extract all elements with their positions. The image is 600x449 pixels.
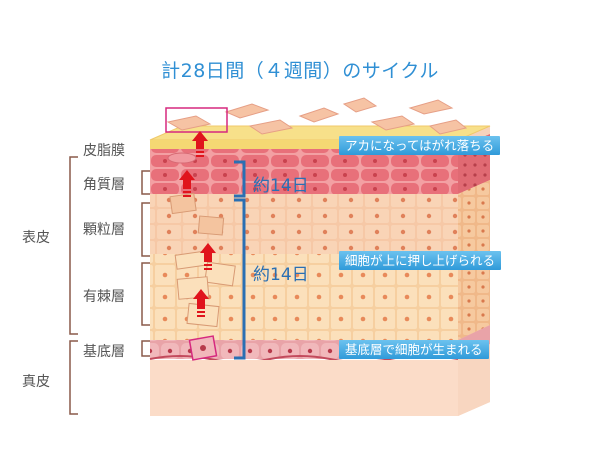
note-flake-off: アカになってはがれ落ちる (339, 136, 501, 155)
sebum-layer (150, 140, 458, 149)
peeling-cell-box (165, 107, 228, 133)
note-born: 基底層で細胞が生まれる (339, 340, 489, 359)
group-label-epidermis: 表皮 (22, 230, 50, 246)
granular-layer (150, 194, 458, 254)
flaking-cells (166, 97, 468, 135)
duration-label-upper: 約14日 (253, 176, 309, 196)
layer-label-spinous: 有棘層 (83, 289, 125, 305)
note-pushed-up: 細胞が上に押し上げられる (339, 251, 502, 270)
layer-label-granular: 顆粒層 (83, 222, 125, 238)
duration-label-lower: 約14日 (253, 265, 309, 285)
dermis-bracket (69, 340, 78, 415)
layer-label-sebum: 皮脂膜 (83, 143, 125, 159)
group-label-dermis: 真皮 (22, 374, 50, 390)
layer-label-basal: 基底層 (83, 344, 125, 360)
arrow-dash-marks (183, 151, 212, 317)
skin-side-face (458, 126, 490, 416)
up-arrow-icon (179, 131, 216, 309)
tracked-cells (167, 152, 236, 361)
layer-label-stratum-corneum: 角質層 (83, 177, 125, 193)
epidermis-bracket (69, 156, 150, 357)
dermis-layer (150, 360, 458, 416)
duration-bracket-lower (234, 198, 246, 360)
page-title: 計28日間（４週間）のサイクル (161, 60, 439, 82)
duration-bracket-upper (234, 160, 246, 198)
